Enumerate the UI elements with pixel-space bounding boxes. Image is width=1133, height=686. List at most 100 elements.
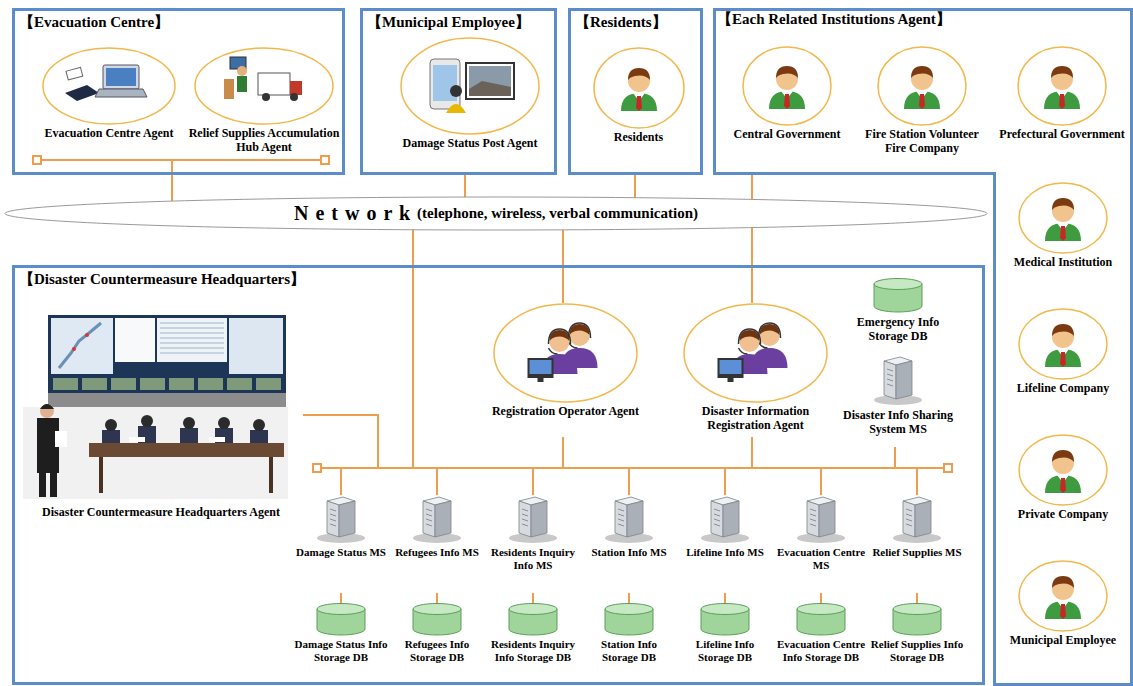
database-node: Evacuation Centre Info Storage DB — [774, 603, 868, 683]
drawing-part — [413, 604, 461, 615]
connector-line — [413, 230, 821, 495]
drawing-part — [51, 318, 113, 374]
database-node: Refugees Info Storage DB — [390, 603, 484, 683]
agent-ellipse — [1018, 434, 1108, 506]
drawing-part — [157, 318, 227, 362]
connector-line — [628, 593, 630, 603]
drawing-part — [621, 68, 657, 111]
connector-line — [464, 175, 466, 197]
agent-oval: Fire Station Volunteer Fire Company — [856, 46, 988, 166]
drawing-part — [884, 361, 896, 399]
connector-line — [634, 175, 636, 198]
drawing-part — [1019, 309, 1107, 379]
agent-ellipse — [493, 303, 638, 403]
agent-label: Disaster Countermeasure Headquarters Age… — [19, 505, 303, 519]
drawing-part — [339, 501, 355, 537]
drawing-part — [522, 509, 528, 511]
drawing-part — [269, 457, 273, 493]
agent-ellipse — [593, 47, 685, 129]
agent-ellipse — [1018, 182, 1108, 254]
database-node: Damage Status Info Storage DB — [294, 603, 388, 683]
drawing-part — [89, 443, 284, 457]
agent-oval: Lifeline Company — [998, 308, 1128, 400]
drawing-part — [874, 357, 922, 405]
drawing-part — [739, 348, 748, 354]
drawing-part — [224, 57, 302, 101]
drawing-part — [426, 509, 432, 511]
drawing-part — [160, 353, 224, 354]
drawing-part — [466, 63, 514, 99]
agent-oval: Disaster Information Registration Agent — [673, 303, 838, 438]
group-title: 【Residents】 — [575, 13, 700, 31]
drawing-part — [784, 94, 790, 109]
drawing-part — [469, 66, 511, 96]
drawing-part — [893, 497, 941, 543]
drawing-part — [714, 514, 720, 516]
drawing-part — [797, 497, 845, 543]
drawing-part — [810, 514, 816, 516]
drawing-part — [878, 47, 966, 125]
server-node: Lifeline Info MS — [678, 495, 772, 593]
agent-oval: Damage Status Post Agent — [385, 37, 555, 161]
drawing-part — [618, 514, 624, 516]
drawing-part — [1052, 576, 1074, 588]
drawing-part — [618, 509, 624, 511]
drawing-part — [911, 66, 933, 78]
server-node: Residents Inquiry Info MS — [486, 495, 580, 593]
drawing-part — [519, 501, 531, 537]
agent-label: Private Company — [998, 507, 1128, 521]
drawing-part — [522, 519, 528, 521]
drawing-part — [330, 524, 336, 526]
server-label: Disaster Info Sharing System MS — [833, 408, 963, 436]
drawing-part — [5, 197, 987, 230]
agent-label: Relief Supplies Accumulation Hub Agent — [188, 126, 340, 154]
connector-line — [724, 593, 726, 603]
drawing-part — [129, 437, 145, 442]
connector-line — [413, 230, 437, 495]
agent-label: Fire Station Volunteer Fire Company — [856, 127, 988, 155]
drawing-part — [887, 384, 893, 386]
drawing-part — [797, 604, 845, 636]
agent-oval: Medical Institution — [998, 182, 1128, 274]
drawing-part — [701, 604, 749, 615]
bus-line — [41, 159, 321, 161]
drawing-part — [262, 93, 270, 101]
group-title: 【Each Related Institutions Agent】 — [717, 10, 1133, 28]
connector-line — [436, 593, 438, 603]
drawing-part — [1044, 66, 1080, 109]
agent-oval: Private Company — [998, 434, 1128, 526]
drawing-part — [819, 501, 835, 537]
database-node: Emergency Info Storage DB — [848, 278, 948, 348]
drawing-part — [290, 81, 302, 95]
connector-line — [413, 230, 917, 495]
drawing-part — [195, 48, 333, 124]
drawing-part — [605, 604, 653, 615]
agent-label: Prefectural Government — [995, 127, 1129, 141]
drawing-part — [893, 604, 941, 615]
drawing-part — [723, 501, 739, 537]
drawing-part — [95, 89, 147, 97]
drawing-part — [569, 323, 591, 338]
drawing-part — [896, 361, 912, 399]
drawing-part — [810, 509, 816, 511]
drawing-part — [140, 378, 165, 390]
drawing-part — [874, 279, 922, 290]
drawing-part — [317, 604, 365, 636]
drawing-part — [636, 96, 642, 111]
bus-end-square — [313, 464, 321, 472]
drawing-part — [1060, 352, 1066, 367]
agent-oval: Evacuation Centre Agent — [39, 47, 179, 155]
agent-ellipse — [877, 46, 967, 126]
drawing-part — [290, 93, 298, 101]
drawing-part — [522, 524, 528, 526]
agent-oval: Registration Operator Agent — [483, 303, 648, 438]
drawing-part — [66, 67, 83, 80]
network-ellipse: N e t w o r k(telephone, wireless, verba… — [4, 196, 988, 231]
drawing-part — [684, 304, 827, 402]
connector-line — [751, 175, 753, 199]
agent-oval: Central Government — [720, 46, 854, 152]
database-label: Relief Supplies Info Storage DB — [870, 638, 964, 664]
drawing-part — [435, 501, 451, 537]
database-label: Evacuation Centre Info Storage DB — [774, 638, 868, 664]
